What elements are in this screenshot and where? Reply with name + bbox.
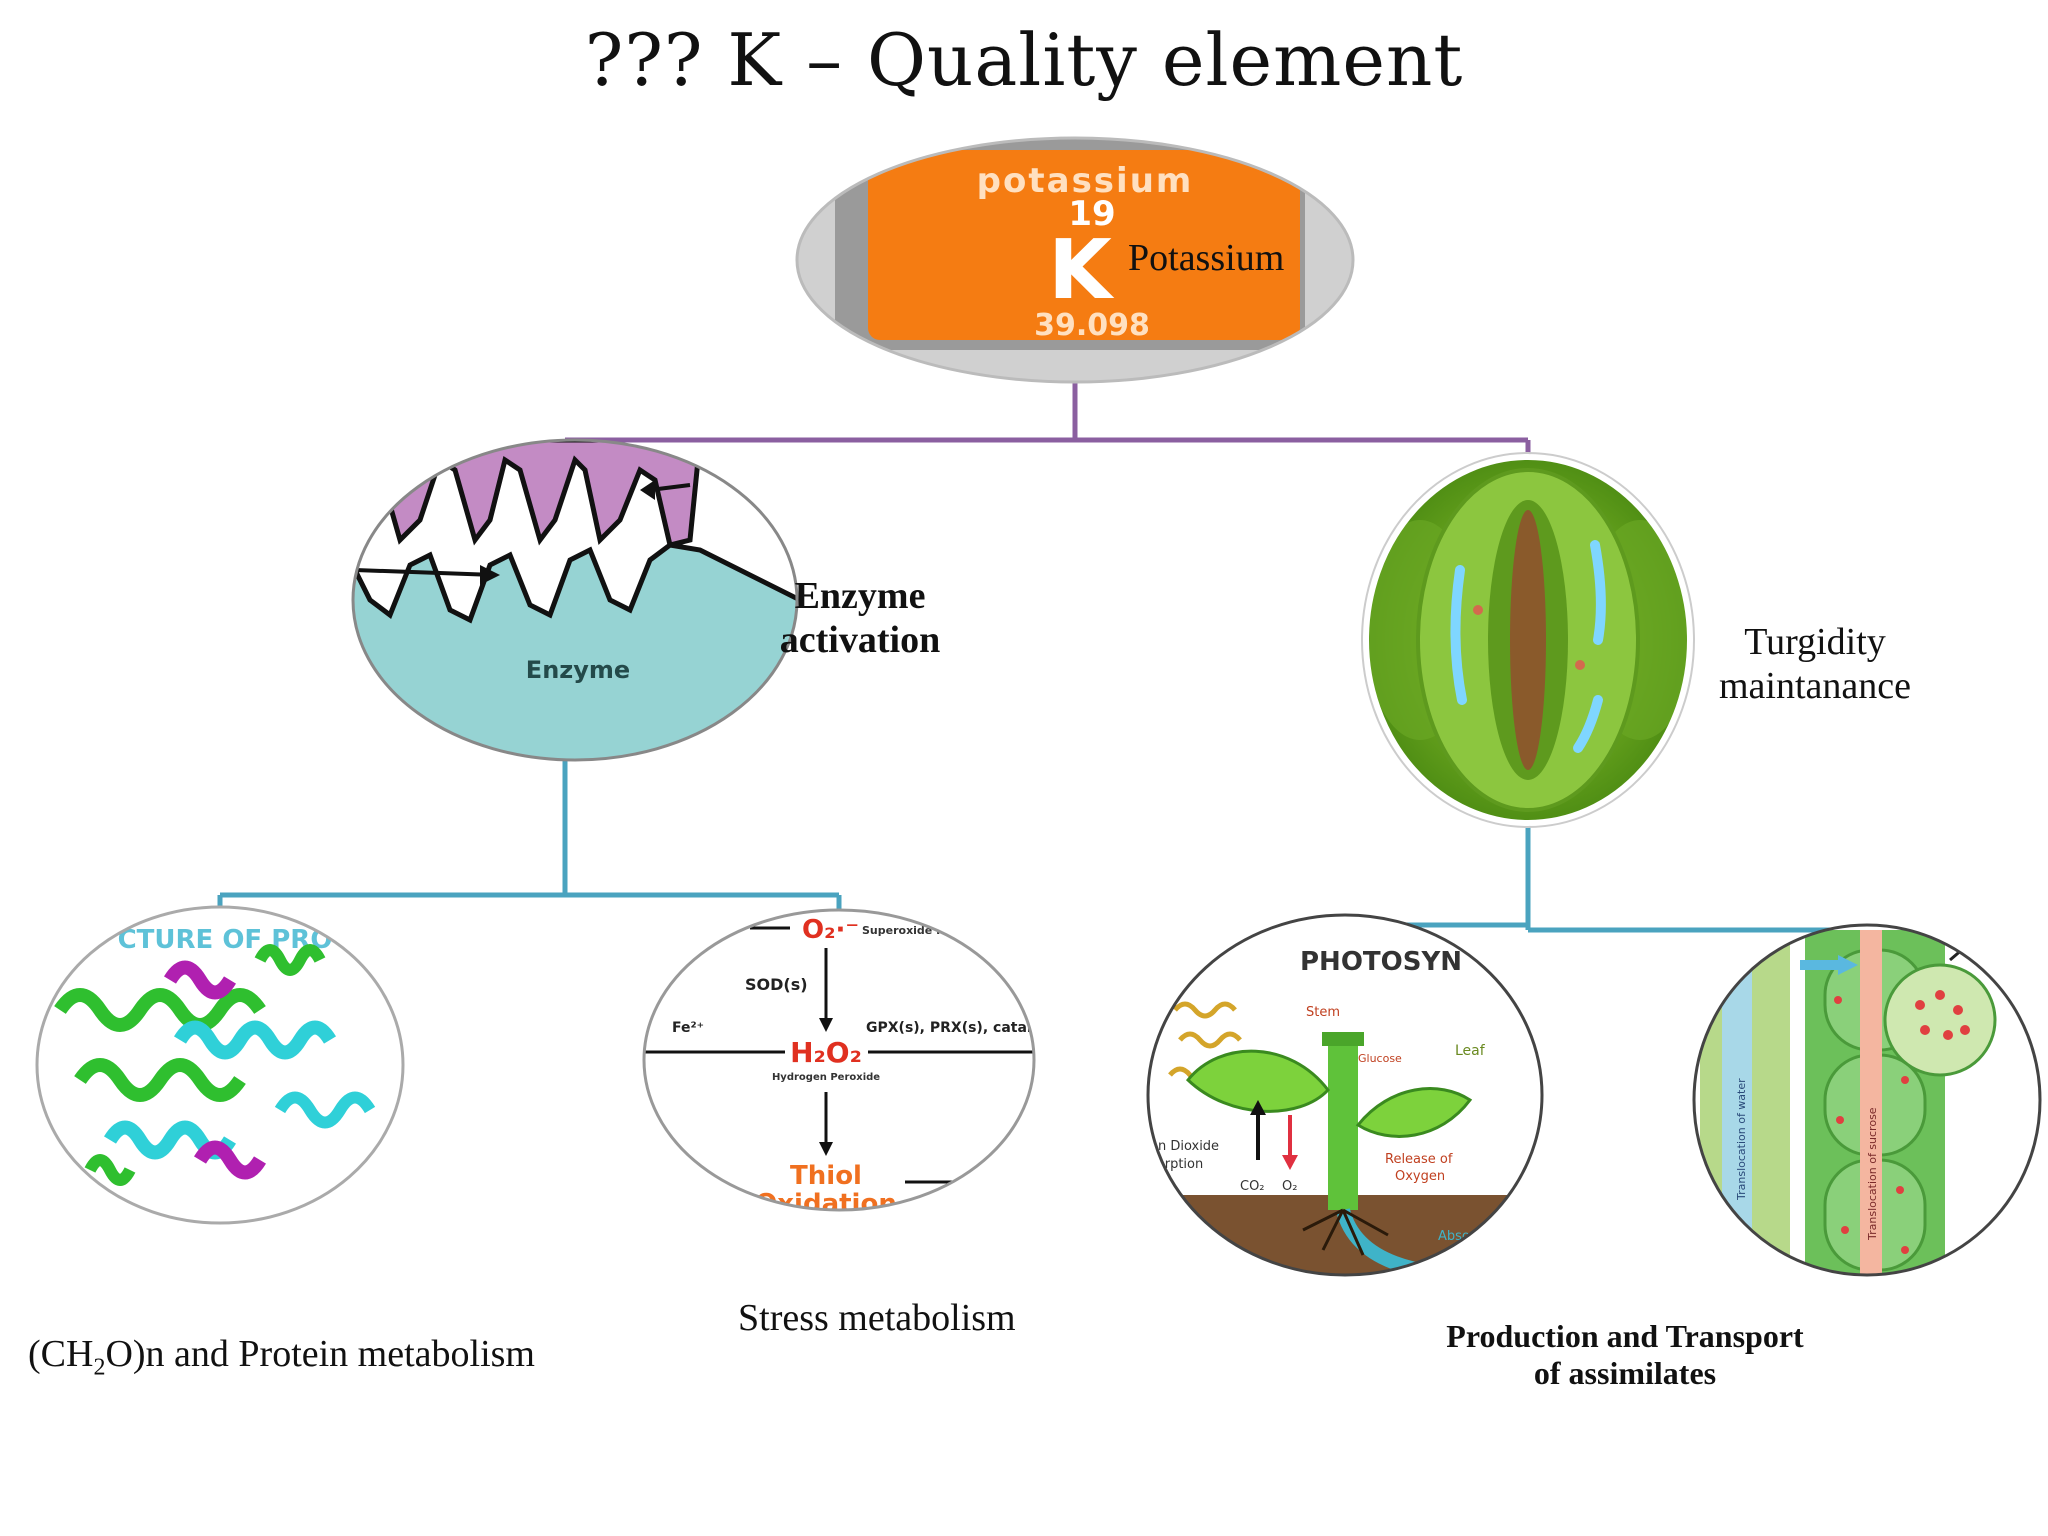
turgidity-node — [1361, 452, 1695, 828]
potassium-tile — [868, 150, 1300, 340]
svg-text:Oxidation: Oxidation — [755, 1189, 897, 1219]
transport-node: Translocation of water Translocation of … — [1692, 923, 2042, 1277]
protein-node: CTURE OF PRO — [35, 905, 405, 1225]
svg-text:Translocation of sucrose: Translocation of sucrose — [1866, 1107, 1879, 1241]
svg-text:Glucose: Glucose — [1358, 1052, 1402, 1065]
protein-metabolism-label: (CH2O)n and Protein metabolism — [28, 1333, 535, 1381]
turgidity-label-line1: Turgidity — [1744, 621, 1886, 663]
stress-metabolism-label: Stress metabolism — [738, 1297, 1016, 1339]
svg-text:GPX(s), PRX(s), catal: GPX(s), PRX(s), catal — [866, 1020, 1032, 1036]
tile-mass: 39.098 — [1034, 308, 1150, 343]
svg-text:and: and — [1450, 1247, 1474, 1262]
assimilates-label: Production and Transport of assimilates — [1400, 1318, 1850, 1392]
root-label: Potassium — [1128, 237, 1285, 279]
svg-text:PHOTOSYN: PHOTOSYN — [1300, 947, 1462, 977]
enzyme-art-text: Enzyme — [526, 656, 630, 684]
svg-text:Superoxide R: Superoxide R — [862, 924, 945, 937]
svg-text:sorption: sorption — [1150, 1157, 1203, 1172]
svg-text:O₂·⁻: O₂·⁻ — [802, 915, 859, 945]
turgidity-label: Turgidity maintanance — [1700, 620, 1930, 708]
enzyme-label-line1: Enzyme — [794, 575, 926, 617]
svg-text:Hydrogen Peroxide: Hydrogen Peroxide — [772, 1072, 880, 1083]
tile-number: 19 — [1068, 194, 1115, 234]
enzyme-activation-label: Enzyme activation — [760, 574, 960, 662]
svg-text:H₂O₂: H₂O₂ — [790, 1036, 862, 1069]
enzyme-connectors — [217, 760, 842, 912]
protein-art-text: CTURE OF PRO — [118, 925, 333, 955]
turgidity-connectors — [1342, 823, 1873, 943]
svg-text:Release of: Release of — [1385, 1152, 1453, 1167]
assimilates-label-line2: of assimilates — [1533, 1355, 1717, 1391]
turgidity-label-line2: maintanance — [1718, 665, 1911, 707]
svg-text:CO₂: CO₂ — [1240, 1179, 1265, 1194]
photosynthesis-node: PHOTOSYN Stem Glucose Leaf on Dioxide so… — [1146, 913, 1544, 1277]
assimilates-label-line1: Production and Transport — [1446, 1318, 1804, 1354]
svg-text:Leaf: Leaf — [1455, 1043, 1486, 1059]
tile-name: potassium — [977, 161, 1194, 201]
tile-symbol: K — [1048, 223, 1115, 318]
svg-text:on Dioxide: on Dioxide — [1150, 1139, 1219, 1154]
enzyme-node: Enzyme — [351, 438, 799, 762]
svg-text:Thiol: Thiol — [790, 1161, 862, 1191]
root-connectors — [562, 382, 1531, 458]
svg-text:Stem: Stem — [1306, 1005, 1340, 1020]
page-title: ??? K – Quality element — [584, 18, 1464, 102]
svg-text:Fe²⁺: Fe²⁺ — [672, 1020, 704, 1036]
stress-node: O₂·⁻ Superoxide R SOD(s) Fe²⁺ GPX(s), PR… — [642, 908, 1036, 1219]
protein-structure-image: CTURE OF PRO — [54, 925, 376, 1186]
svg-text:SOD(s): SOD(s) — [745, 975, 808, 994]
enzyme-label-line2: activation — [779, 619, 941, 661]
svg-text:Oxygen: Oxygen — [1395, 1169, 1445, 1184]
root-node: potassium 19 K 39.098 — [795, 136, 1355, 384]
stoma-image — [1366, 468, 1690, 812]
svg-text:Translocation of water: Translocation of water — [1735, 1078, 1748, 1201]
svg-text:O₂: O₂ — [1282, 1179, 1297, 1194]
